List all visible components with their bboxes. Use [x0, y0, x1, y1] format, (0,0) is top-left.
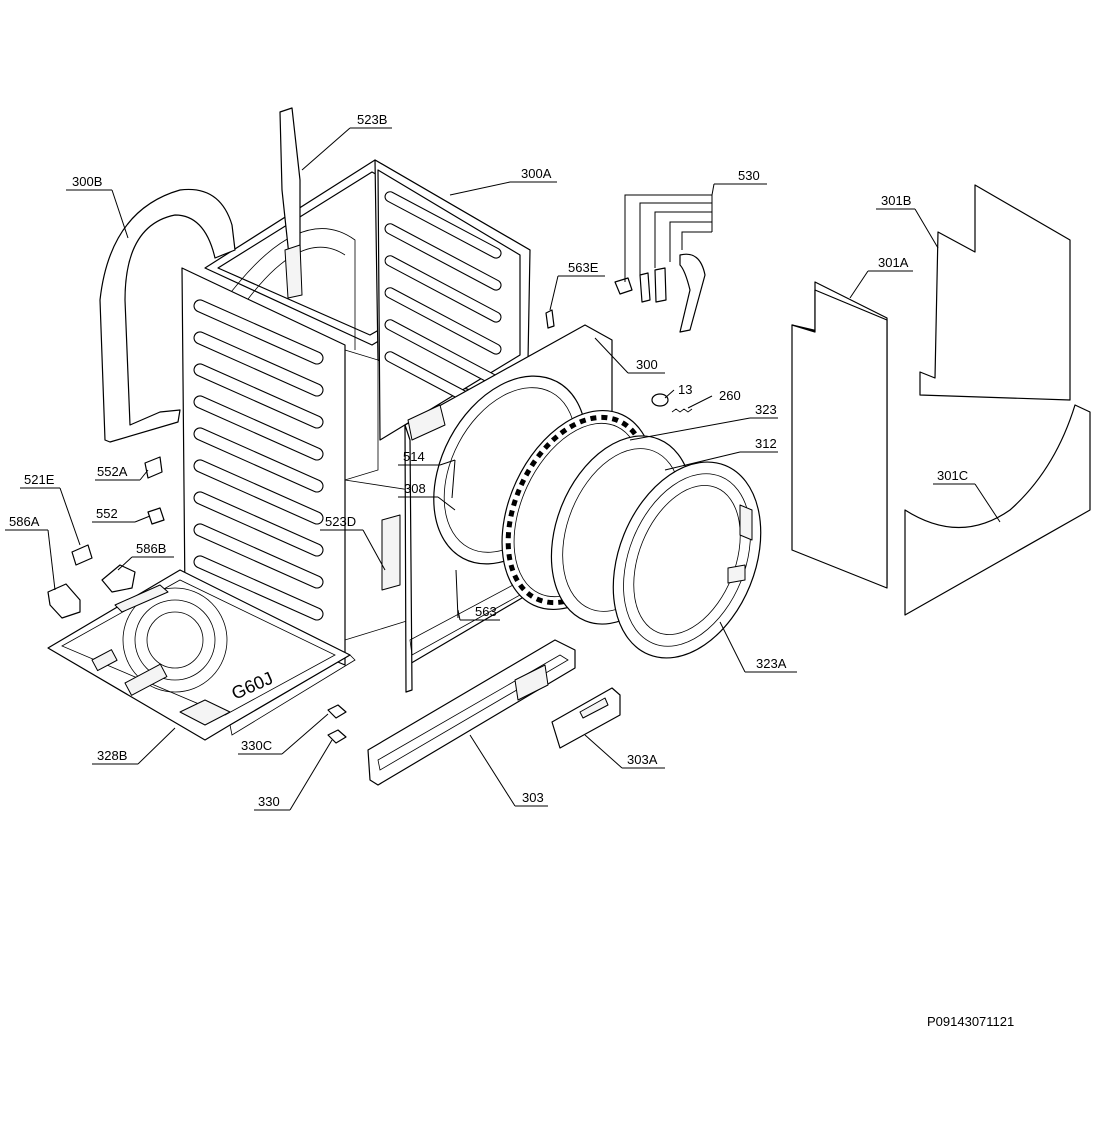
label-301A: 301A	[878, 255, 909, 270]
part-514	[451, 459, 456, 499]
insulation-pad-301C	[904, 404, 1091, 616]
leader-lines	[5, 127, 1001, 811]
label-530: 530	[738, 168, 760, 183]
label-552A: 552A	[97, 464, 128, 479]
label-323: 323	[755, 402, 777, 417]
label-303: 303	[522, 790, 544, 805]
label-586B: 586B	[136, 541, 166, 556]
service-flap-303A	[551, 687, 621, 749]
drawing-code: P09143071121	[927, 1014, 1015, 1029]
label-328B: 328B	[97, 748, 127, 763]
part-521E	[71, 544, 93, 566]
label-563E: 563E	[568, 260, 599, 275]
label-523D: 523D	[325, 514, 356, 529]
part-586B	[101, 564, 136, 593]
cabinet-rear-panel-300A	[204, 107, 531, 481]
label-523B: 523B	[357, 112, 387, 127]
kickplate-303	[367, 639, 576, 786]
rear-gasket-300B	[99, 188, 236, 443]
insulation-pad-301B	[919, 184, 1071, 401]
label-300: 300	[636, 357, 658, 372]
outer-door-323A	[612, 461, 762, 659]
callout-labels: 523B 300B 300A 530 301B 301A 563E 300 13…	[9, 112, 968, 809]
cabinet-left-side-panel	[181, 267, 411, 666]
door-lock-parts-530	[614, 253, 706, 333]
label-301C: 301C	[937, 468, 968, 483]
label-301B: 301B	[881, 193, 911, 208]
clip-552	[147, 507, 165, 525]
insulation-pad-301A	[791, 281, 888, 589]
hinge-parts-13-260	[651, 393, 693, 413]
label-260: 260	[719, 388, 741, 403]
label-563: 563	[475, 604, 497, 619]
label-330C: 330C	[241, 738, 272, 753]
feet-330	[327, 704, 347, 744]
label-300A: 300A	[521, 166, 552, 181]
label-323A: 323A	[756, 656, 787, 671]
label-514: 514	[403, 449, 425, 464]
base-plate-328B: G60J	[47, 569, 356, 741]
label-300B: 300B	[72, 174, 102, 189]
label-521E: 521E	[24, 472, 55, 487]
label-13: 13	[678, 382, 692, 397]
label-312: 312	[755, 436, 777, 451]
part-586A	[47, 583, 81, 619]
part-563E	[545, 309, 555, 329]
label-552: 552	[96, 506, 118, 521]
clip-552A	[144, 456, 163, 479]
part-563	[455, 569, 459, 619]
label-308: 308	[404, 481, 426, 496]
label-303A: 303A	[627, 752, 658, 767]
label-330: 330	[258, 794, 280, 809]
small-parts-left	[47, 456, 165, 619]
label-586A: 586A	[9, 514, 40, 529]
small-parts-front	[451, 309, 555, 619]
